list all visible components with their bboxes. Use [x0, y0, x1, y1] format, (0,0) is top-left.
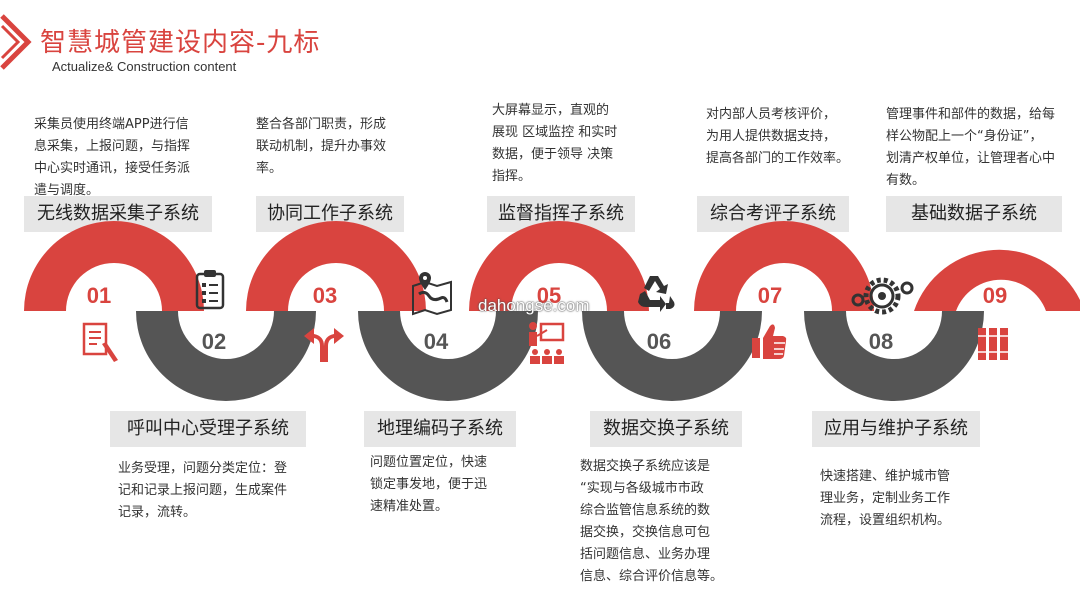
step-09-description: 管理事件和部件的数据，给每样公物配上一个“身份证”， 划清产权单位，让管理者心中有… — [886, 104, 1072, 192]
description-line: 数据交换子系统应该是 — [580, 459, 711, 474]
step-07-number: 07 — [758, 283, 782, 308]
description-line: 为用人提供数据支持， — [706, 129, 837, 144]
recycle-icon — [638, 276, 675, 312]
step-09-label: 基础数据子系统 — [886, 196, 1062, 232]
description-line: 数据，便于领导 决策 — [492, 147, 614, 162]
description-line: 划清产权单位，让管理者心中 — [886, 151, 1056, 166]
step-05-description: 大屏幕显示，直观的展现 区域监控 和实时数据，便于领导 决策指挥。 — [492, 100, 632, 188]
description-line: 整合各部门职责，形成 — [256, 117, 387, 132]
description-line: 信息、综合评价信息等。 — [580, 569, 724, 584]
document-pen-icon — [82, 322, 118, 362]
step-02-number: 02 — [202, 329, 226, 354]
binders-icon — [978, 328, 1008, 360]
description-line: 理业务，定制业务工作 — [820, 491, 951, 506]
step-07-label: 综合考评子系统 — [697, 196, 849, 232]
step-04-description: 问题位置定位，快速锁定事发地，便于迅速精准处置。 — [370, 452, 515, 518]
step-04-number: 04 — [424, 329, 449, 354]
step-08-number: 08 — [869, 329, 893, 354]
description-line: 业务受理，问题分类定位：登 — [118, 461, 288, 476]
map-pin-icon — [412, 272, 452, 316]
step-03-description: 整合各部门职责，形成联动机制，提升办事效率。 — [256, 114, 412, 180]
description-line: 管理事件和部件的数据，给每 — [886, 107, 1056, 122]
watermark: dahongse.com — [478, 296, 590, 315]
description-line: “实现与各级城市市政 — [580, 481, 704, 496]
description-line: 对内部人员考核评价， — [706, 107, 837, 122]
step-06-label: 数据交换子系统 — [590, 411, 742, 447]
split-arrows-icon — [304, 328, 344, 362]
step-08-label: 应用与维护子系统 — [812, 411, 980, 447]
step-06-description: 数据交换子系统应该是 “实现与各级城市市政综合监管信息系统的数据交换，交换信息可包… — [580, 456, 748, 588]
step-01-description: 采集员使用终端APP进行信息采集，上报问题，与指挥中心实时通讯，接受任务派遣与调… — [34, 114, 214, 202]
gears-icon — [851, 277, 914, 315]
description-line: 提高各部门的工作效率。 — [706, 151, 850, 166]
page-subtitle: Actualize& Construction content — [52, 59, 237, 74]
red-arches — [24, 221, 1080, 311]
checklist-clipboard-icon — [195, 270, 225, 310]
description-line: 据交换，交换信息可包 — [580, 525, 711, 540]
presentation-audience-icon — [529, 322, 565, 364]
step-03-number: 03 — [313, 283, 337, 308]
description-line: 锁定事发地，便于迅 — [370, 477, 488, 492]
page-title: 智慧城管建设内容-九标 — [40, 28, 321, 58]
thumbs-up-icon — [752, 324, 787, 359]
corner-chevron-icon — [0, 14, 32, 70]
description-line: 中心实时通讯，接受任务派 — [34, 161, 191, 176]
step-08-description: 快速搭建、维护城市管理业务，定制业务工作流程，设置组织机构。 — [820, 466, 980, 532]
step-07-description: 对内部人员考核评价， 为用人提供数据支持， 提高各部门的工作效率。 — [706, 104, 866, 170]
step-02-description: 业务受理，问题分类定位：登记和记录上报问题，生成案件记录，流转。 — [118, 458, 308, 524]
description-line: 大屏幕显示，直观的 — [492, 103, 610, 118]
description-line: 率。 — [256, 161, 283, 176]
step-01-label: 无线数据采集子系统 — [24, 196, 212, 232]
step-09-number: 09 — [983, 283, 1007, 308]
description-line: 样公物配上一个“身份证”， — [886, 129, 1043, 144]
step-02-label: 呼叫中心受理子系统 — [110, 411, 306, 447]
description-line: 记录，流转。 — [118, 505, 197, 520]
step-04-label: 地理编码子系统 — [364, 411, 516, 447]
description-line: 展现 区域监控 和实时 — [492, 125, 618, 140]
gray-arches — [136, 311, 984, 401]
description-line: 括问题信息、业务办理 — [580, 547, 711, 562]
description-line: 有数。 — [886, 173, 926, 188]
description-line: 快速搭建、维护城市管 — [820, 469, 951, 484]
description-line: 速精准处置。 — [370, 499, 449, 514]
description-line: 遣与调度。 — [34, 183, 100, 198]
description-line: 指挥。 — [492, 169, 532, 184]
description-line: 记和记录上报问题，生成案件 — [118, 483, 288, 498]
step-06-number: 06 — [647, 329, 671, 354]
description-line: 采集员使用终端APP进行信 — [34, 117, 189, 132]
step-05-number: 05 — [537, 283, 561, 308]
description-line: 流程，设置组织机构。 — [820, 513, 951, 528]
description-line: 联动机制，提升办事效 — [256, 139, 387, 154]
step-01-number: 01 — [87, 283, 111, 308]
description-line: 综合监管信息系统的数 — [580, 503, 711, 518]
description-line: 息采集，上报问题，与指挥 — [34, 139, 191, 154]
description-line: 问题位置定位，快速 — [370, 455, 488, 470]
